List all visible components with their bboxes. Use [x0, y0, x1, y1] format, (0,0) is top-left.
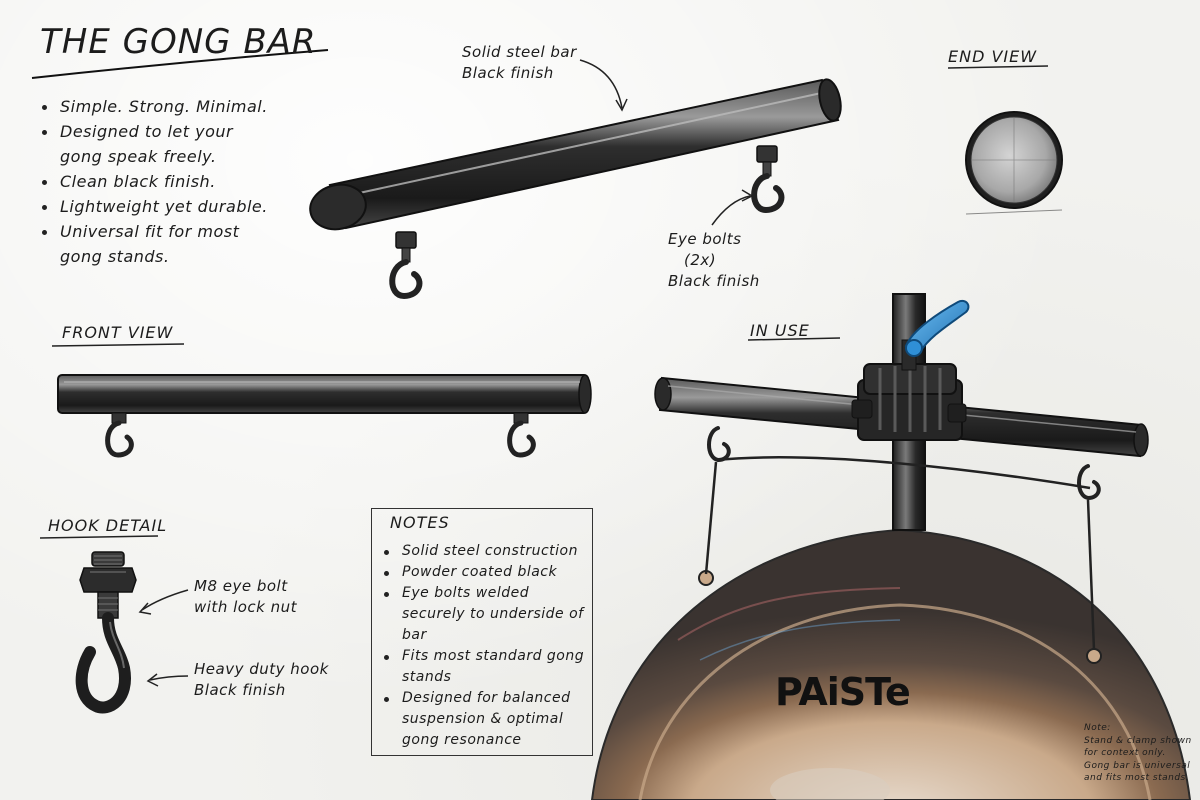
- feature-item: Lightweight yet durable.: [40, 194, 280, 219]
- front-view-hook-left: [105, 412, 134, 458]
- main-bar-drawing: [309, 59, 842, 300]
- callout-line: M8 eye bolt: [194, 577, 288, 595]
- gong: [590, 528, 1192, 800]
- gong-cord-right: [1086, 499, 1096, 651]
- callout-line: Black finish: [462, 64, 554, 82]
- note-item: Designed for balanced suspension & optim…: [382, 688, 587, 751]
- callout-line: with lock nut: [194, 598, 298, 616]
- callout-line: Heavy duty hook: [194, 660, 329, 678]
- in-use-hook-left: [707, 426, 731, 463]
- gong-brand-logo: PAiSTe: [775, 670, 911, 714]
- feature-item: Designed to let your gong speak freely.: [40, 119, 280, 169]
- feature-list: Simple. Strong. Minimal. Designed to let…: [40, 94, 280, 269]
- hook-callout: Heavy duty hook Black finish: [194, 659, 329, 701]
- footnote-line: Gong bar is universal: [1084, 760, 1191, 771]
- callout-line: Black finish: [194, 681, 286, 699]
- note-item: Solid steel construction: [382, 541, 587, 562]
- note-item: Fits most standard gong stands: [382, 646, 587, 688]
- bar-material-callout: Solid steel bar Black finish: [462, 42, 577, 84]
- title-underline: [31, 49, 329, 79]
- footnote: Note: Stand & clamp shown for context on…: [1084, 722, 1196, 785]
- eye-bolt-right: [751, 145, 785, 214]
- gong-cord-top: [715, 456, 1091, 490]
- end-view-drawing: [947, 65, 1063, 215]
- front-view-drawing: [51, 343, 592, 458]
- footnote-line: for context only.: [1084, 748, 1166, 758]
- note-item: Powder coated black: [382, 562, 587, 583]
- in-use-drawing: [590, 293, 1192, 800]
- notes-box: NOTES Solid steel construction Powder co…: [371, 508, 593, 756]
- notes-title: NOTES: [390, 513, 450, 532]
- in-use-heading: IN USE: [750, 321, 810, 340]
- end-view-heading: END VIEW: [948, 47, 1038, 66]
- hook-detail-drawing: [39, 535, 189, 714]
- m8-bolt-callout: M8 eye bolt with lock nut: [194, 576, 297, 618]
- clamp-handle: [904, 300, 970, 354]
- footnote-line: and fits most stands.: [1084, 773, 1190, 783]
- in-use-hook-right: [1077, 464, 1101, 501]
- eye-bolts-callout: Eye bolts (2x) Black finish: [668, 229, 760, 292]
- front-view-heading: FRONT VIEW: [62, 323, 174, 342]
- notes-list: Solid steel construction Powder coated b…: [382, 541, 587, 751]
- bar-end-cap: [309, 183, 367, 231]
- feature-item: Clean black finish.: [40, 169, 280, 194]
- footnote-heading: Note:: [1084, 723, 1111, 733]
- feature-item: Simple. Strong. Minimal.: [40, 94, 280, 119]
- stand-clamp: [851, 300, 970, 441]
- page-title: THE GONG BAR: [40, 22, 317, 62]
- callout-line: (2x): [684, 251, 717, 269]
- callout-line: Eye bolts: [668, 230, 742, 248]
- feature-item: Universal fit for most gong stands.: [40, 219, 280, 269]
- callout-line: Solid steel bar: [462, 43, 577, 61]
- note-item: Eye bolts welded securely to underside o…: [382, 583, 587, 646]
- gong-cord-left: [704, 461, 718, 575]
- footnote-line: Stand & clamp shown: [1084, 735, 1192, 746]
- front-view-hook-right: [507, 412, 536, 458]
- eye-bolt-left: [389, 231, 423, 300]
- hook-detail-heading: HOOK DETAIL: [48, 516, 168, 535]
- callout-line: Black finish: [668, 272, 760, 290]
